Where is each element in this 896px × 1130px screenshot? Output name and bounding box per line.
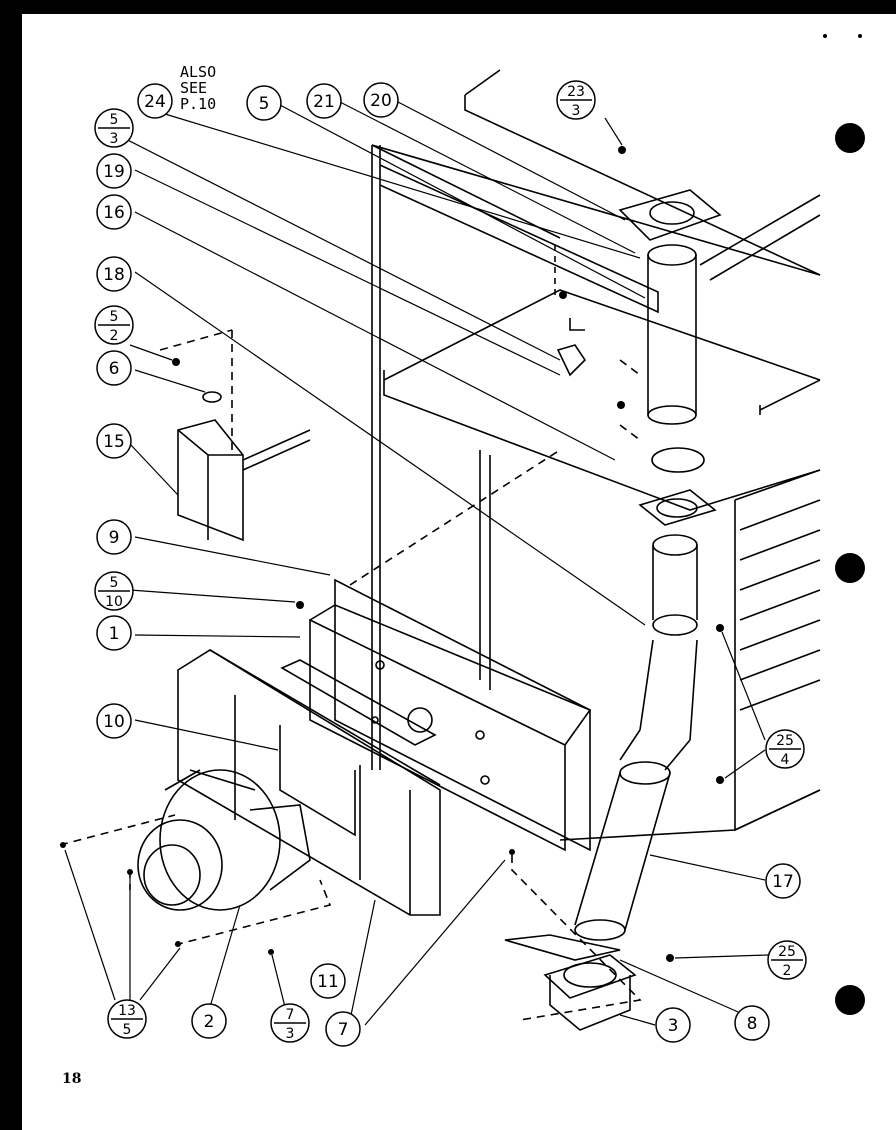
callout-3: 3 xyxy=(668,1016,679,1036)
fraction-callout-5-10-top: 5 xyxy=(110,575,119,591)
fraction-callout-5-3-top: 5 xyxy=(110,112,119,128)
fraction-callout-5-2-bottom: 2 xyxy=(110,328,119,344)
page-number: 18 xyxy=(62,1071,81,1087)
fraction-callout-25-2-bottom: 2 xyxy=(783,963,792,979)
callout-7: 7 xyxy=(338,1020,349,1040)
parts-diagram-sheet: ALSO SEE P.10 24 5 21 20 19 16 18 6 15 9… xyxy=(22,14,896,1130)
callout-9: 9 xyxy=(109,528,120,548)
binding-hole xyxy=(835,123,865,153)
fraction-callout-23-3-bottom: 3 xyxy=(572,103,581,119)
callout-2: 2 xyxy=(204,1012,215,1032)
exploded-parts-diagram: ALSO SEE P.10 24 5 21 20 19 16 18 6 15 9… xyxy=(59,34,865,1087)
callout-20: 20 xyxy=(370,91,392,111)
fraction-callout-13-5-bottom: 5 xyxy=(123,1022,132,1038)
fraction-callout-25-4-top: 25 xyxy=(776,733,794,749)
fraction-callout-13-5-top: 13 xyxy=(118,1003,136,1019)
note-line-1: ALSO xyxy=(180,63,216,81)
binding-hole xyxy=(835,985,865,1015)
callout-19: 19 xyxy=(103,162,125,182)
callout-8: 8 xyxy=(747,1014,758,1034)
callout-15: 15 xyxy=(103,432,125,452)
callout-10: 10 xyxy=(103,712,125,732)
fraction-callout-5-3-bottom: 3 xyxy=(110,131,119,147)
callout-21: 21 xyxy=(313,92,335,112)
fraction-callout-5-2-top: 5 xyxy=(110,309,119,325)
callout-16: 16 xyxy=(103,203,125,223)
fraction-callout-5-10-bottom: 10 xyxy=(105,594,123,610)
fraction-callout-7-3-bottom: 3 xyxy=(286,1026,295,1042)
binding-hole xyxy=(835,553,865,583)
callout-1: 1 xyxy=(109,624,120,644)
fraction-callout-25-4-bottom: 4 xyxy=(781,752,790,768)
fraction-callout-25-2-top: 25 xyxy=(778,944,796,960)
note-line-3: P.10 xyxy=(180,95,216,113)
note-line-2: SEE xyxy=(180,79,207,97)
callout-6: 6 xyxy=(109,359,120,379)
callout-5: 5 xyxy=(259,94,270,114)
callout-24: 24 xyxy=(144,92,166,112)
callout-11: 11 xyxy=(317,972,339,992)
fraction-callout-23-3-top: 23 xyxy=(567,84,585,100)
callout-18: 18 xyxy=(103,265,125,285)
fraction-callout-7-3-top: 7 xyxy=(286,1007,295,1023)
callout-17: 17 xyxy=(772,872,794,892)
